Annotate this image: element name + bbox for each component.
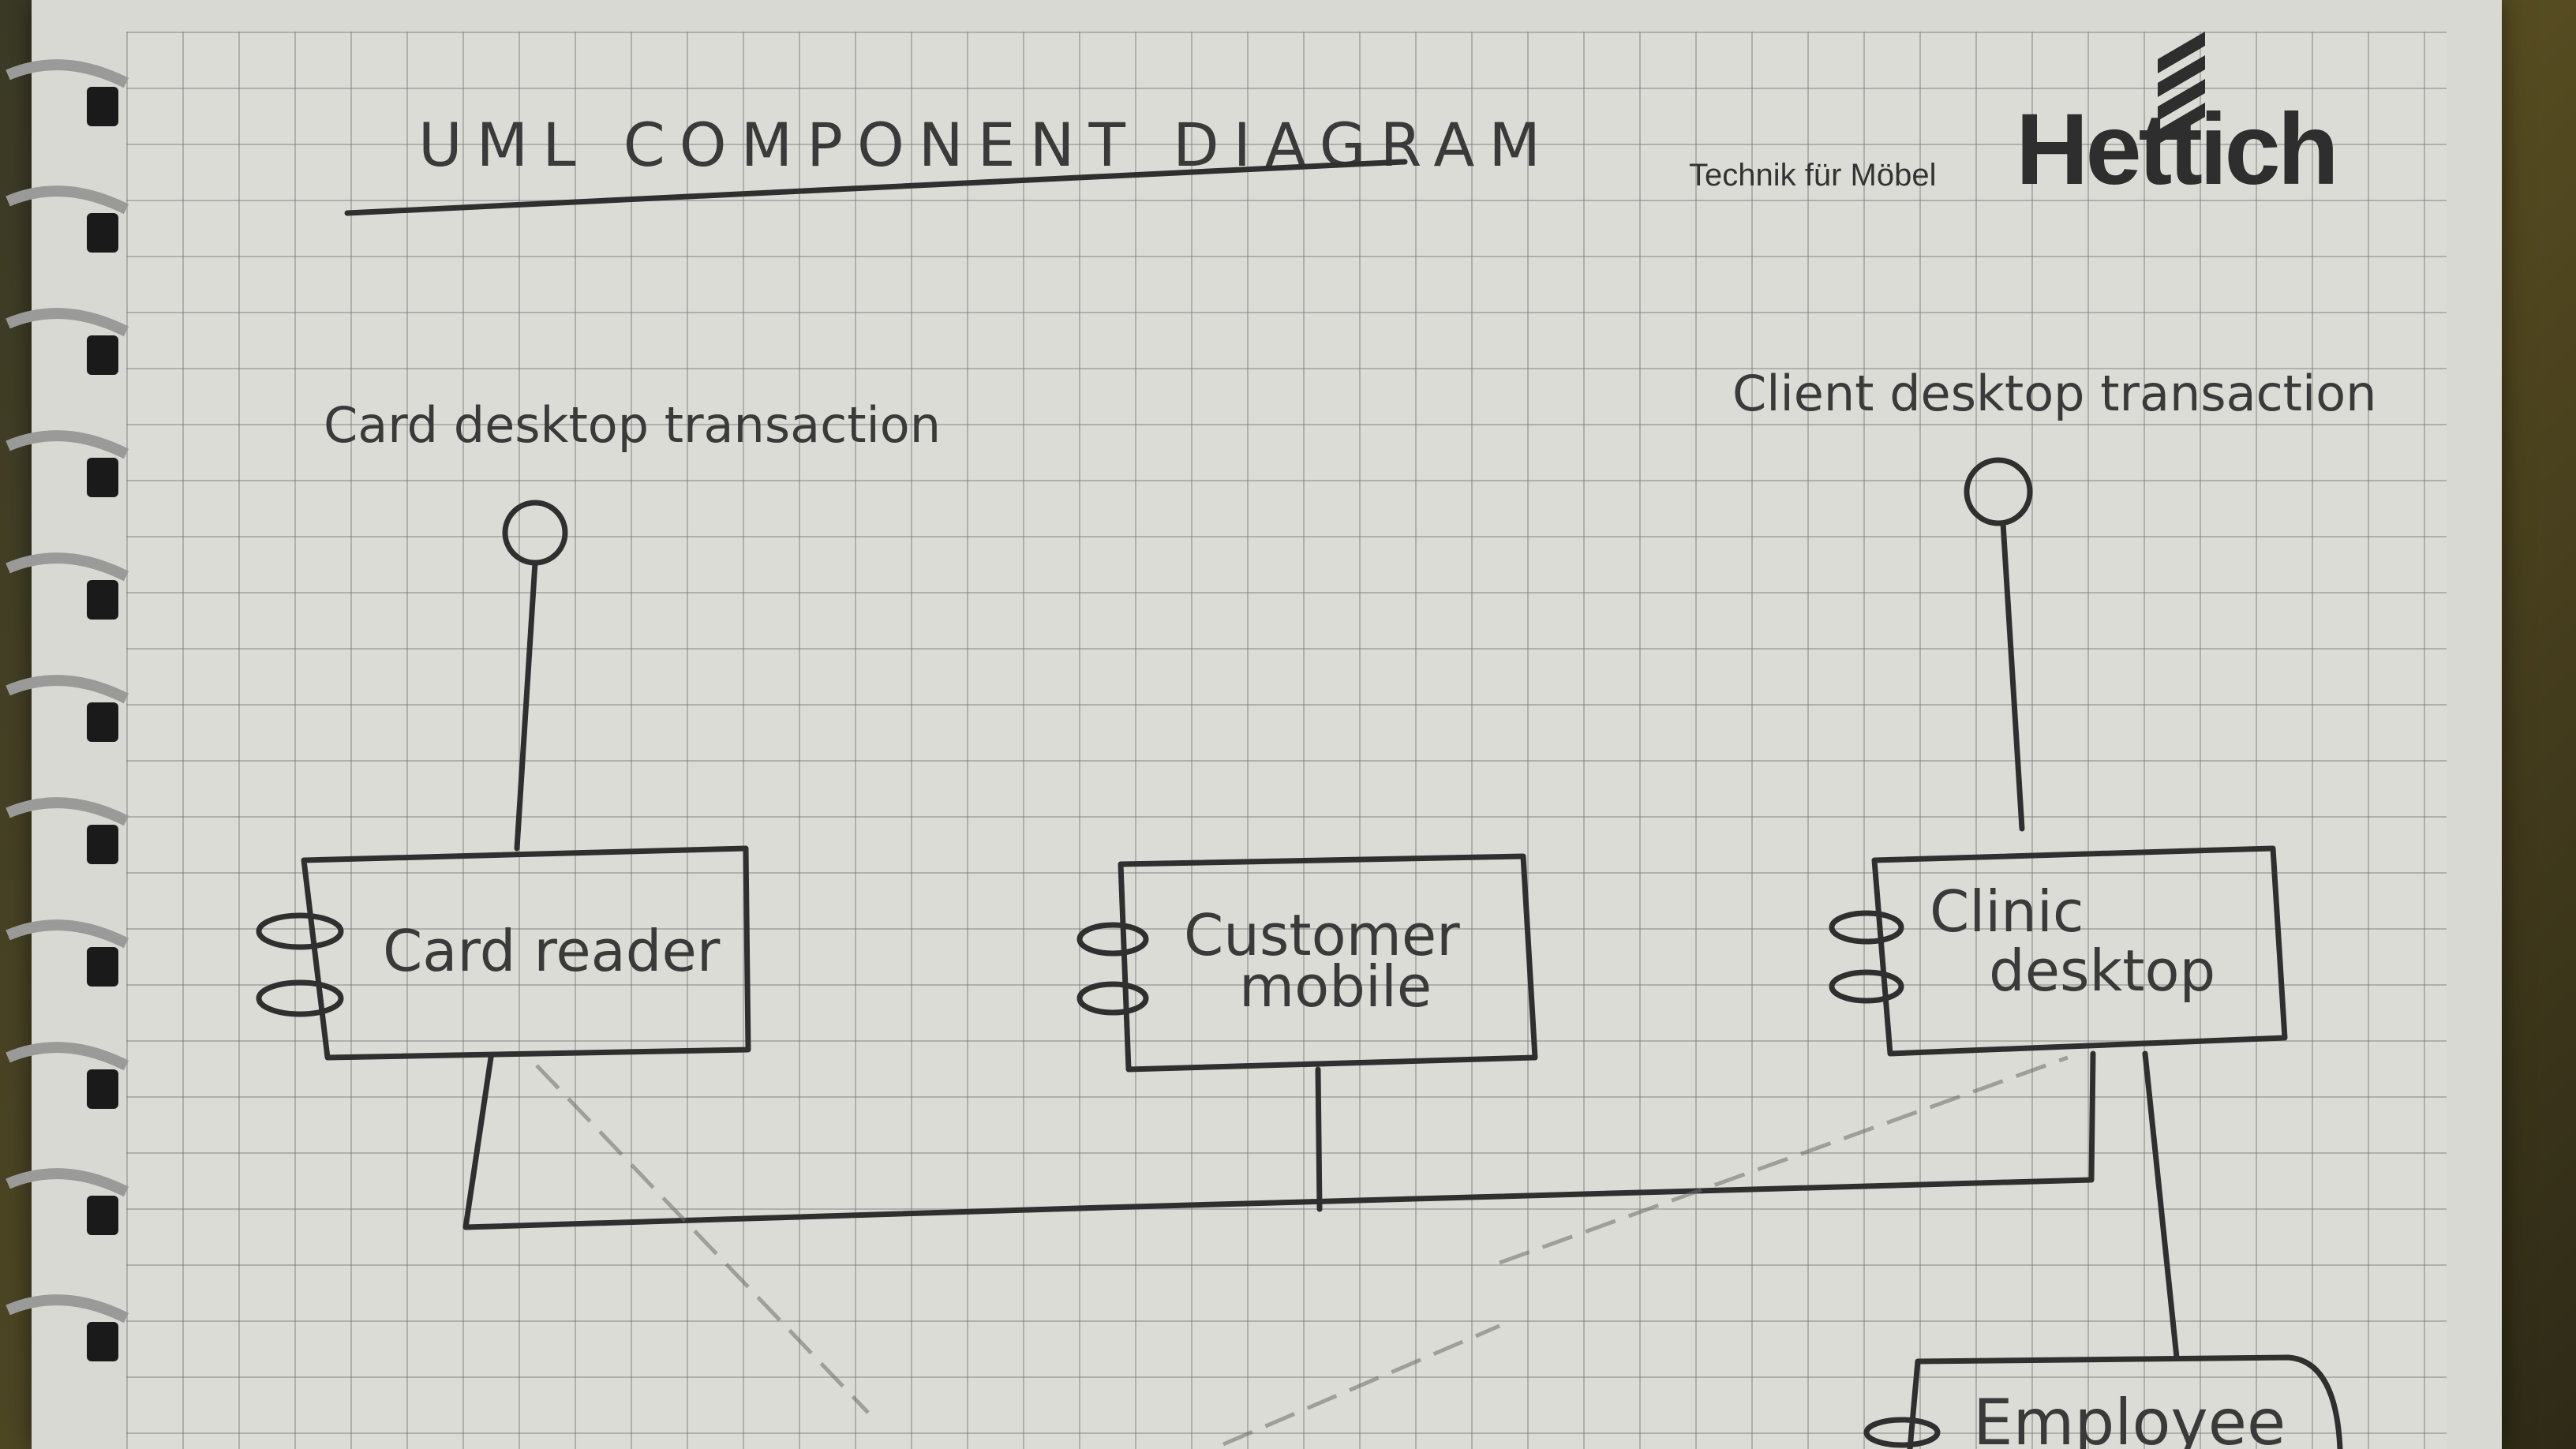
brand-name: Hettich (2016, 93, 2339, 206)
interface-label-client-desktop: Client desktop transaction (1732, 365, 2376, 422)
ghost-line (1499, 1055, 2069, 1265)
interface-label-card-desktop: Card desktop transaction (324, 396, 941, 454)
employee-port-icon (1863, 1417, 1941, 1448)
spiral-ring (6, 797, 129, 826)
customer-mobile-port-icon (1076, 922, 1149, 957)
clinic-desktop-label-line2: desktop (1989, 938, 2215, 1004)
binding-hole (87, 1322, 118, 1361)
spiral-ring (6, 919, 129, 949)
client-desktop-interface-stem (2000, 520, 2025, 832)
spiral-ring (6, 1294, 129, 1324)
binding-hole (87, 702, 118, 742)
card-desktop-interface-lollipop (502, 500, 568, 566)
spiral-ring (6, 1168, 129, 1197)
grid-paper (126, 32, 2447, 1449)
spiral-rings (6, 59, 129, 1361)
clinic-desktop-component (1871, 845, 2288, 1057)
binding-hole (87, 335, 118, 375)
spiral-ring (6, 1042, 129, 1071)
clinic-desktop-port-icon (1829, 969, 1904, 1004)
card-reader-port-icon (256, 979, 344, 1017)
spiral-ring (6, 430, 129, 459)
brand-tagline: Technik für Möbel (1689, 158, 1937, 193)
spiral-ring (6, 59, 129, 88)
hettich-logo: Hettich (1921, 16, 2339, 206)
card-desktop-interface-stem (514, 560, 538, 852)
ghost-line (1222, 1324, 1500, 1447)
customer-mobile-component (1118, 853, 1538, 1073)
clinic-desktop-port-icon (1829, 910, 1904, 945)
card-reader-port-icon (256, 912, 344, 950)
ghost-line (535, 1064, 870, 1414)
customer-mobile-label-line1: Customer (1184, 902, 1460, 968)
clinic-desktop-label-line1: Clinic (1930, 878, 2084, 945)
binding-hole (87, 1196, 118, 1235)
binding-hole (87, 580, 118, 620)
binding-hole (87, 213, 118, 253)
employee-component (1907, 1354, 2343, 1449)
diagram-title: UML COMPONENT DIAGRAM (418, 110, 1555, 180)
spiral-ring (6, 675, 129, 704)
client-desktop-interface-lollipop (1964, 457, 2033, 526)
binding-hole (87, 825, 118, 864)
card-reader-label: Card reader (383, 918, 721, 984)
title-underline (344, 159, 1408, 216)
binding-hole (87, 1069, 118, 1109)
connector-employee (2142, 1050, 2180, 1361)
spiral-ring (6, 185, 129, 215)
binding-hole (87, 947, 118, 987)
customer-mobile-label-line2: mobile (1239, 953, 1432, 1020)
spiral-ring (6, 308, 129, 337)
binding-hole (87, 87, 118, 126)
hettich-stripes-icon (2158, 32, 2205, 144)
binding-hole (87, 458, 118, 497)
spiral-ring (6, 552, 129, 582)
employee-label: Employee (1973, 1386, 2286, 1449)
connector-customer-mobile (1315, 1066, 1323, 1212)
spiral-binding (0, 0, 134, 1449)
connector-bus (462, 1050, 2096, 1230)
customer-mobile-port-icon (1076, 981, 1149, 1016)
card-reader-component (301, 845, 751, 1061)
